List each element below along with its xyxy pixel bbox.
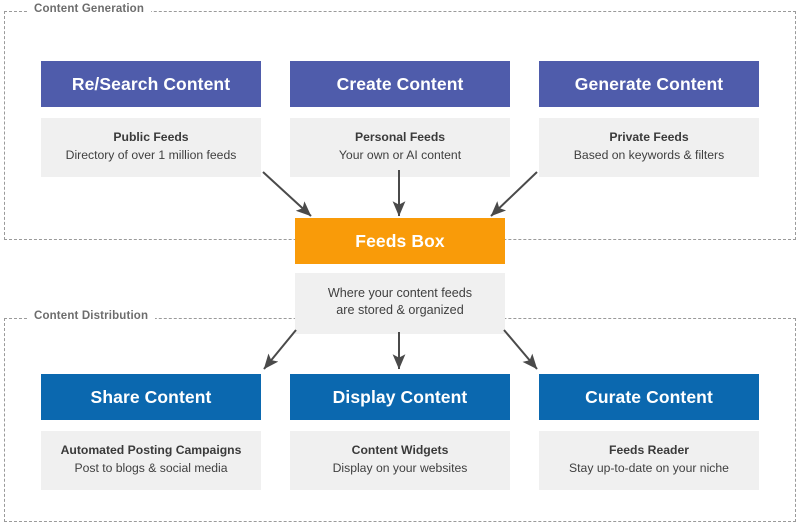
card-display-content-header[interactable]: Display Content	[290, 374, 510, 420]
card-display-content-subtitle: Display on your websites	[332, 460, 468, 475]
card-curate-content-body: Feeds Reader Stay up-to-date on your nic…	[539, 431, 759, 490]
card-share-content-header[interactable]: Share Content	[41, 374, 261, 420]
card-generate-content-subtitle: Based on keywords & filters	[573, 147, 725, 162]
card-create-content-subtitle-strong: Personal Feeds	[354, 130, 446, 144]
card-feeds-box-body: Where your content feeds are stored & or…	[295, 273, 505, 334]
card-generate-content-header[interactable]: Generate Content	[539, 61, 759, 107]
card-create-content[interactable]: Create Content Personal Feeds Your own o…	[290, 61, 510, 177]
card-display-content[interactable]: Display Content Content Widgets Display …	[290, 374, 510, 490]
card-share-content[interactable]: Share Content Automated Posting Campaign…	[41, 374, 261, 490]
card-generate-content-subtitle-strong: Private Feeds	[609, 130, 689, 144]
card-research-content-header[interactable]: Re/Search Content	[41, 61, 261, 107]
card-create-content-body: Personal Feeds Your own or AI content	[290, 118, 510, 177]
card-create-content-header[interactable]: Create Content	[290, 61, 510, 107]
card-research-content[interactable]: Re/Search Content Public Feeds Directory…	[41, 61, 261, 177]
card-share-content-body: Automated Posting Campaigns Post to blog…	[41, 431, 261, 490]
card-curate-content-header[interactable]: Curate Content	[539, 374, 759, 420]
card-feeds-box-subtitle-line1: Where your content feeds	[327, 286, 473, 300]
card-research-content-subtitle-strong: Public Feeds	[113, 130, 189, 144]
section-content-generation-label: Content Generation	[27, 3, 152, 15]
card-share-content-subtitle-strong: Automated Posting Campaigns	[60, 443, 242, 457]
card-generate-content[interactable]: Generate Content Private Feeds Based on …	[539, 61, 759, 177]
card-generate-content-body: Private Feeds Based on keywords & filter…	[539, 118, 759, 177]
card-research-content-body: Public Feeds Directory of over 1 million…	[41, 118, 261, 177]
card-display-content-subtitle-strong: Content Widgets	[351, 443, 449, 457]
card-feeds-box-subtitle-line2: are stored & organized	[336, 303, 464, 318]
card-research-content-subtitle: Directory of over 1 million feeds	[65, 147, 237, 162]
card-feeds-box-header[interactable]: Feeds Box	[295, 218, 505, 264]
card-curate-content-subtitle-strong: Feeds Reader	[609, 443, 689, 457]
card-create-content-subtitle: Your own or AI content	[338, 147, 462, 162]
section-content-distribution-label: Content Distribution	[27, 310, 156, 322]
card-curate-content[interactable]: Curate Content Feeds Reader Stay up-to-d…	[539, 374, 759, 490]
card-share-content-subtitle: Post to blogs & social media	[74, 460, 228, 475]
card-curate-content-subtitle: Stay up-to-date on your niche	[569, 460, 729, 475]
card-display-content-body: Content Widgets Display on your websites	[290, 431, 510, 490]
card-feeds-box[interactable]: Feeds Box Where your content feeds are s…	[295, 218, 505, 334]
